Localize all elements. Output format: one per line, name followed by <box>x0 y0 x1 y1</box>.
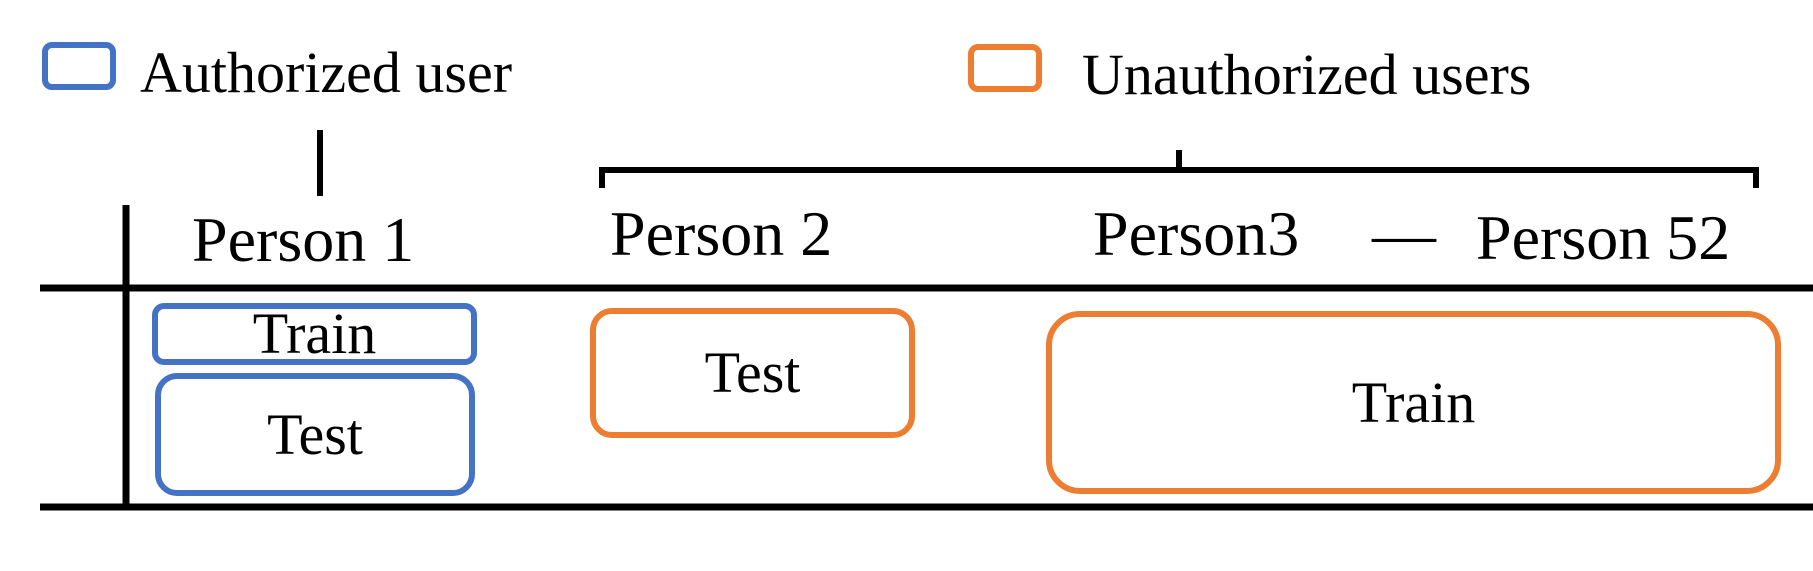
authorized-legend-swatch <box>42 42 116 90</box>
person-52-heading: Person 52 <box>1476 202 1731 273</box>
unauthorized-legend-swatch <box>968 44 1042 92</box>
person-1-train-box: Train <box>152 303 477 365</box>
person-3-52-train-label: Train <box>1351 369 1476 435</box>
unauthorized-bracket <box>599 150 1759 188</box>
person-3-52-train-box: Train <box>1046 311 1781 494</box>
person-2-test-label: Test <box>704 340 801 405</box>
person-1-test-label: Test <box>267 401 363 467</box>
authorized-legend-label: Authorized user <box>140 40 513 105</box>
person-1-test-box: Test <box>155 373 475 496</box>
person-2-test-box: Test <box>590 308 915 438</box>
range-dash: — <box>1372 198 1436 269</box>
person-1-train-label: Train <box>252 301 377 366</box>
person-3-heading: Person3 <box>1093 198 1300 269</box>
unauthorized-legend-label: Unauthorized users <box>1082 42 1532 107</box>
person-2-heading: Person 2 <box>610 198 833 269</box>
person-1-heading: Person 1 <box>192 204 415 275</box>
